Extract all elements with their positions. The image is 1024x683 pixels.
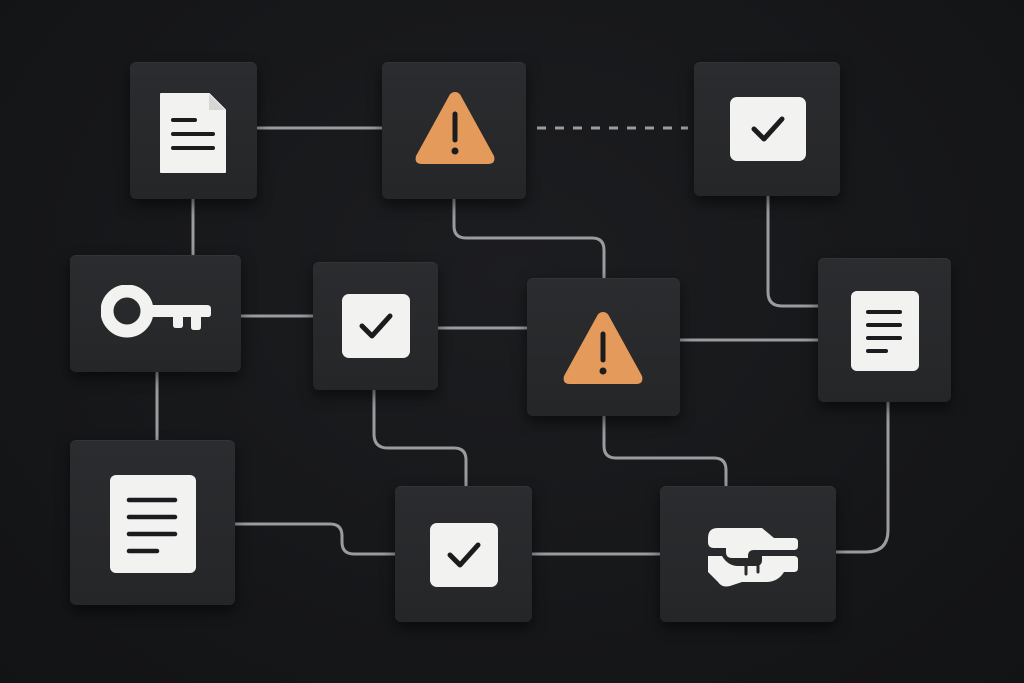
node-warning-center[interactable] — [527, 278, 680, 416]
connector-doc-to-check — [233, 522, 397, 556]
node-doc-bottom-left[interactable] — [70, 440, 235, 605]
handshake-icon — [708, 528, 798, 587]
connector-warning-to-warning — [452, 197, 606, 280]
connector-check-to-doc — [766, 194, 820, 308]
warning-icon — [563, 312, 643, 384]
node-check-center[interactable] — [313, 262, 438, 390]
checkmark-icon — [730, 97, 806, 161]
connector-warning-to-handshake — [602, 414, 728, 488]
document-icon — [160, 93, 226, 173]
node-check-top-right[interactable] — [694, 62, 840, 196]
key-icon — [101, 285, 211, 338]
node-key-left[interactable] — [70, 255, 241, 372]
connector-doc-to-handshake — [834, 400, 890, 554]
warning-icon — [415, 92, 495, 164]
connector-check-to-check — [372, 388, 468, 488]
node-handshake-bottom-right[interactable] — [660, 486, 836, 622]
document-icon — [851, 291, 919, 371]
document-icon — [110, 475, 196, 573]
checkmark-icon — [430, 523, 498, 587]
node-warning-top[interactable] — [382, 62, 526, 199]
node-doc-right[interactable] — [818, 258, 951, 402]
node-check-bottom[interactable] — [395, 486, 532, 622]
node-doc-top-left[interactable] — [130, 62, 257, 199]
checkmark-icon — [342, 294, 410, 358]
